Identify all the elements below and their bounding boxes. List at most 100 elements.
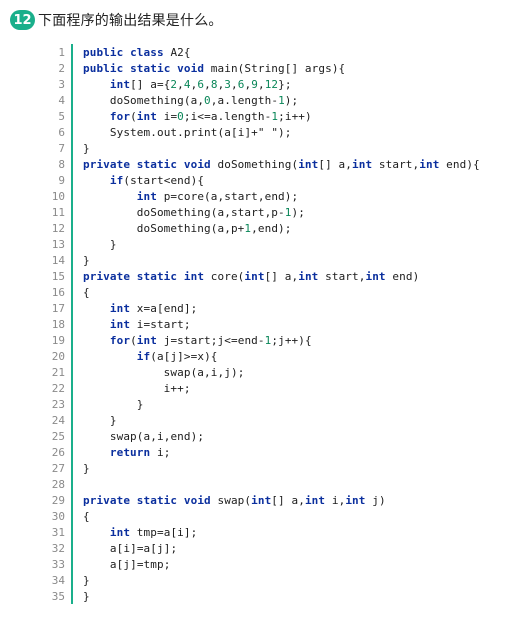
- question-header: 12 下面程序的输出结果是什么。: [10, 9, 223, 31]
- line-gutter-divider: [71, 412, 73, 428]
- code-text: int tmp=a[i];: [109, 525, 198, 539]
- line-gutter-divider: [71, 92, 73, 108]
- code-line: 21 swap(a,i,j);: [50, 364, 520, 380]
- line-number: 14: [51, 253, 65, 267]
- code-line: 26 return i;: [50, 444, 520, 460]
- line-number: 29: [51, 493, 65, 507]
- line-number: 11: [51, 205, 65, 219]
- code-text: a[j]=tmp;: [109, 557, 171, 571]
- code-text: }: [83, 573, 90, 587]
- code-text: private static void swap(int[] a,int i,i…: [83, 493, 386, 507]
- code-text: doSomething(a,p+1,end);: [136, 221, 292, 235]
- line-gutter-divider: [71, 124, 73, 140]
- line-number: 8: [58, 157, 65, 171]
- line-number: 20: [51, 349, 65, 363]
- code-text: public static void main(String[] args){: [83, 61, 346, 75]
- code-line: 5 for(int i=0;i<=a.length-1;i++): [50, 108, 520, 124]
- code-line: 25 swap(a,i,end);: [50, 428, 520, 444]
- code-line: 7}: [50, 140, 520, 156]
- code-text: for(int i=0;i<=a.length-1;i++): [109, 109, 312, 123]
- code-text: System.out.print(a[i]+" ");: [109, 125, 292, 139]
- line-gutter-divider: [71, 156, 73, 172]
- line-number: 23: [51, 397, 65, 411]
- line-number: 5: [58, 109, 65, 123]
- code-line: 20 if(a[j]>=x){: [50, 348, 520, 364]
- code-text: swap(a,i,j);: [163, 365, 245, 379]
- code-line: 23 }: [50, 396, 520, 412]
- line-number: 31: [51, 525, 65, 539]
- line-number: 4: [58, 93, 65, 107]
- line-gutter-divider: [71, 44, 73, 60]
- code-line: 18 int i=start;: [50, 316, 520, 332]
- code-text: {: [83, 285, 90, 299]
- code-line: 10 int p=core(a,start,end);: [50, 188, 520, 204]
- line-number: 7: [58, 141, 65, 155]
- line-gutter-divider: [71, 172, 73, 188]
- line-number: 19: [51, 333, 65, 347]
- code-text: return i;: [109, 445, 171, 459]
- line-number: 30: [51, 509, 65, 523]
- code-text: doSomething(a,start,p-1);: [136, 205, 305, 219]
- code-line: 31 int tmp=a[i];: [50, 524, 520, 540]
- code-line: 27}: [50, 460, 520, 476]
- code-line: 12 doSomething(a,p+1,end);: [50, 220, 520, 236]
- line-gutter-divider: [71, 508, 73, 524]
- code-text: a[i]=a[j];: [109, 541, 178, 555]
- code-line: 15 private static int core(int[] a,int st…: [50, 268, 520, 284]
- code-text: int i=start;: [109, 317, 191, 331]
- code-line: 22 i++;: [50, 380, 520, 396]
- line-gutter-divider: [71, 76, 73, 92]
- line-gutter-divider: [71, 364, 73, 380]
- code-text: }: [83, 237, 117, 251]
- code-text: }: [83, 413, 117, 427]
- code-line: 13 }: [50, 236, 520, 252]
- code-line: 24 }: [50, 412, 520, 428]
- code-line: 19 for(int j=start;j<=end-1;j++){: [50, 332, 520, 348]
- line-number: 35: [51, 589, 65, 603]
- code-text: int[] a={2,4,6,8,3,6,9,12};: [109, 77, 292, 91]
- code-line: 6 System.out.print(a[i]+" ");: [50, 124, 520, 140]
- line-gutter-divider: [71, 492, 73, 508]
- line-gutter-divider: [71, 252, 73, 268]
- code-text: }: [83, 589, 90, 603]
- code-text: if(start<end){: [109, 173, 205, 187]
- code-line: 11 doSomething(a,start,p-1);: [50, 204, 520, 220]
- line-gutter-divider: [71, 396, 73, 412]
- line-gutter-divider: [71, 140, 73, 156]
- code-text: }: [83, 397, 144, 411]
- code-text: int x=a[end];: [109, 301, 198, 315]
- line-number: 9: [58, 173, 65, 187]
- line-gutter-divider: [71, 284, 73, 300]
- line-number: 32: [51, 541, 65, 555]
- line-gutter-divider: [71, 588, 73, 604]
- question-number-badge: 12: [10, 10, 35, 30]
- line-gutter-divider: [71, 332, 73, 348]
- code-line: 29 private static void swap(int[] a,int i…: [50, 492, 520, 508]
- code-text: i++;: [163, 381, 191, 395]
- code-line: 4 doSomething(a,0,a.length-1);: [50, 92, 520, 108]
- code-text: }: [83, 461, 90, 475]
- code-text: swap(a,i,end);: [109, 429, 205, 443]
- code-text: private static int core(int[] a,int star…: [83, 269, 420, 283]
- line-gutter-divider: [71, 572, 73, 588]
- code-text: for(int j=start;j<=end-1;j++){: [109, 333, 312, 347]
- line-gutter-divider: [71, 220, 73, 236]
- line-gutter-divider: [71, 524, 73, 540]
- code-text: doSomething(a,0,a.length-1);: [109, 93, 299, 107]
- line-gutter-divider: [71, 556, 73, 572]
- question-text: 下面程序的输出结果是什么。: [38, 13, 223, 29]
- line-gutter-divider: [71, 60, 73, 76]
- line-gutter-divider: [71, 300, 73, 316]
- line-number: 28: [51, 477, 65, 491]
- line-number: 3: [58, 77, 65, 91]
- code-line: 3 int[] a={2,4,6,8,3,6,9,12};: [50, 76, 520, 92]
- line-gutter-divider: [71, 108, 73, 124]
- line-gutter-divider: [71, 428, 73, 444]
- code-text: }: [83, 141, 90, 155]
- line-number: 25: [51, 429, 65, 443]
- line-number: 15: [51, 269, 65, 283]
- line-number: 26: [51, 445, 65, 459]
- line-gutter-divider: [71, 380, 73, 396]
